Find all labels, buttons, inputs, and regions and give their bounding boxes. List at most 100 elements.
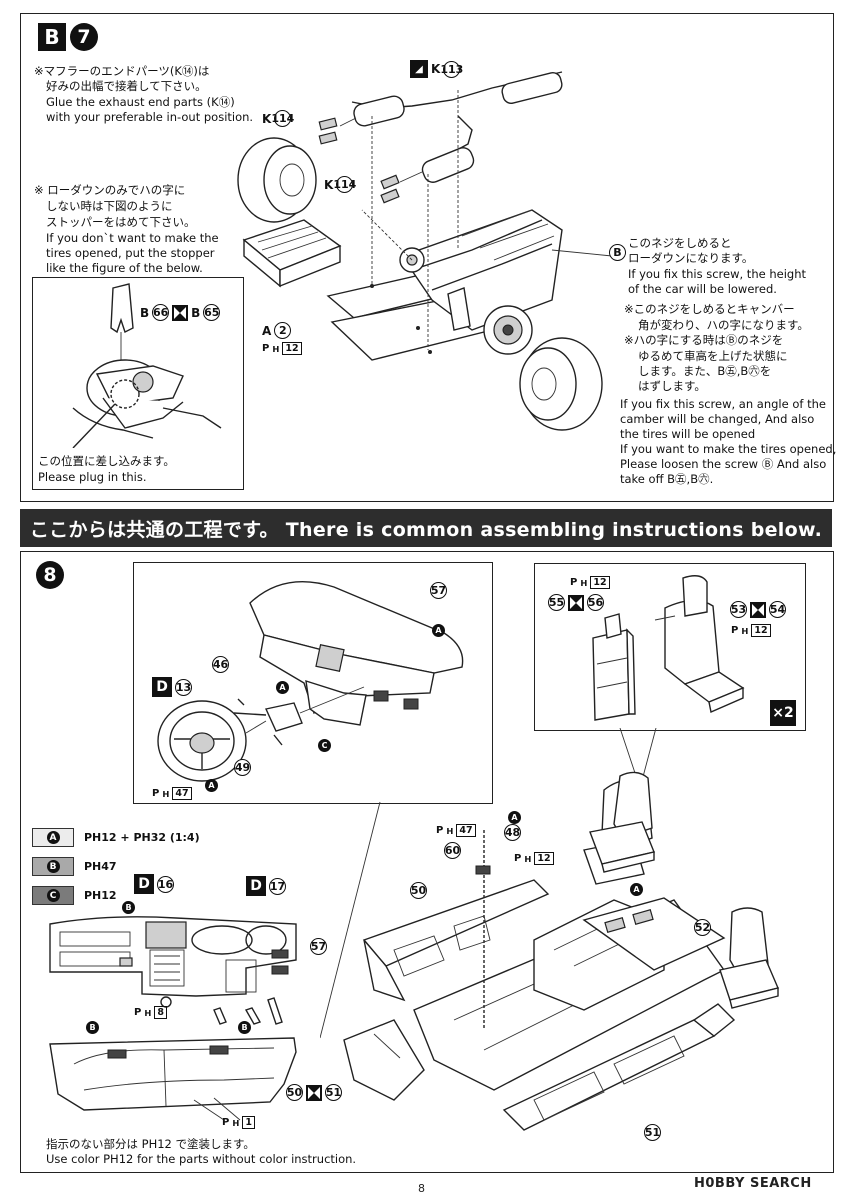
note2-jp-line1: ※ ローダウンのみでハの字に [34, 183, 186, 197]
footer-note-en: Use color PH12 for the parts without col… [46, 1152, 357, 1166]
part-57-callout-dash: 57 [430, 582, 447, 599]
note1-en-line2: with your preferable in-out position. [46, 110, 254, 124]
part-48-callout: 48 [504, 824, 521, 841]
pair-connector-icon [306, 1084, 322, 1101]
note1-jp-line2: 好みの出幅で接着して下さい。 [46, 79, 207, 93]
part-114-callout: 114 [271, 110, 295, 127]
right-seat-illustration [719, 907, 779, 1009]
d-sprue-icon: D [246, 876, 266, 896]
part-113-callout: 113 [440, 60, 464, 78]
camber-en-line6: take off B㊄,B㊅. [620, 472, 714, 486]
k-part-icon: ◢ [410, 60, 428, 78]
camber-jp-line4: ゆるめて車高を上げた状態に [638, 349, 788, 363]
part-51-callout: 51 [644, 1124, 661, 1141]
legend-value-b: PH47 [84, 860, 117, 873]
part-2-callout: 2 [274, 322, 292, 339]
part-d17-callout: D 17 [246, 876, 286, 896]
part-52-callout: 52 [694, 919, 711, 936]
camber-en-line1: If you fix this screw, an angle of the [620, 397, 826, 411]
note2-en-line2: tires opened, put the stopper [46, 246, 215, 260]
color-a-marker-shifter: A [508, 811, 521, 824]
color-c-marker-column: C [318, 739, 331, 752]
legend-swatch-c: C [32, 886, 74, 905]
note2-en-line3: like the figure of the below. [46, 261, 203, 275]
part-57-callout-flat: 57 [310, 938, 327, 955]
part-d13-callout: D 13 [152, 677, 192, 697]
color-b-marker-dash-flat: B [122, 901, 135, 914]
quantity-x2-badge: ×2 [770, 700, 796, 726]
part-65-callout: 65 [203, 304, 221, 321]
inset-caption-en: Please plug in this. [38, 470, 147, 484]
camber-jp-line5: します。また、B㊄,B㊅を [638, 364, 772, 378]
screw-b-marker: B [609, 244, 626, 261]
step8-number-badge: 8 [36, 561, 64, 589]
note1-en-line1: Glue the exhaust end parts (K⑭) [46, 95, 235, 109]
camber-jp-line6: はずします。 [638, 379, 706, 393]
step-b7-letter-badge: B [38, 23, 66, 51]
part-60-callout: 60 [444, 842, 461, 859]
interior-tub-illustration [343, 779, 736, 1131]
hobby-search-watermark: H0BBY SEARCH [694, 1176, 812, 1191]
dashboard-illustration [157, 581, 464, 782]
note2-jp-line3: ストッパーをはめて下さい。 [46, 215, 196, 229]
front-seat-illustration [589, 771, 655, 873]
pair-connector-icon [750, 601, 766, 618]
dashboard-flat-illustration [49, 916, 297, 1025]
stopper-inset-illustration [72, 283, 222, 448]
chassis-illustration [237, 71, 613, 431]
common-instructions-banner: ここからは共通の工程です。 There is common assembling… [20, 509, 832, 547]
d-sprue-icon: D [152, 677, 172, 697]
note1-jp-line1: ※マフラーのエンドパーツ(K⑭)は [34, 64, 210, 78]
legend-swatch-b: B [32, 857, 74, 876]
step-b7-number-badge: 7 [70, 23, 98, 51]
page-number: 8 [418, 1182, 425, 1195]
part-66-callout: 66 [152, 304, 170, 321]
part-55-56-callout: 55 56 [548, 594, 604, 611]
color-a-marker-dash: A [432, 624, 445, 637]
color-a-marker-wheel: A [205, 779, 218, 792]
camber-en-line3: the tires will be opened [620, 427, 756, 441]
legend-row-a: A PH12 + PH32 (1:4) [32, 828, 200, 847]
legend-row-b: B PH47 [32, 857, 117, 876]
part-53-54-callout: 53 54 [730, 601, 786, 618]
color-b-marker-door-left: B [86, 1021, 99, 1034]
door-panel-flat-illustration [49, 1037, 297, 1121]
part-49-callout: 49 [234, 759, 251, 776]
screw-jp-line2: ローダウンになります。 [628, 251, 754, 265]
color-a-marker-column: A [276, 681, 289, 694]
part-50-51-callout: 50 51 [286, 1084, 342, 1101]
inset-caption-jp: この位置に差し込みます。 [38, 454, 175, 468]
note2-en-line1: If you don`t want to make the [46, 231, 219, 245]
note2-jp-line2: しない時は下図のように [46, 199, 173, 213]
d-sprue-icon: D [134, 874, 154, 894]
color-b-marker-door-right: B [238, 1021, 251, 1034]
part-114-callout-lower: 114 [333, 176, 357, 193]
camber-en-line2: camber will be changed, And also [620, 412, 815, 426]
camber-jp-line2: 角が変わり、ハの字になります。 [638, 318, 809, 332]
screw-jp-line1: このネジをしめると [628, 236, 732, 250]
seat-parts-illustration [592, 575, 745, 721]
part-50-callout: 50 [410, 882, 427, 899]
camber-jp-line3: ※ハの字にする時はⒷのネジを [624, 333, 784, 347]
screw-en-line2: of the car will be lowered. [628, 282, 777, 296]
pair-connector-icon [568, 594, 584, 611]
part-46-callout: 46 [212, 656, 229, 673]
footer-note-jp: 指示のない部分は PH12 で塗装します。 [46, 1137, 255, 1151]
screw-en-line1: If you fix this screw, the height [628, 267, 806, 281]
camber-en-line4: If you want to make the tires opened, [620, 442, 837, 456]
legend-swatch-a: A [32, 828, 74, 847]
camber-jp-line1: ※このネジをしめるとキャンバー [624, 302, 795, 316]
